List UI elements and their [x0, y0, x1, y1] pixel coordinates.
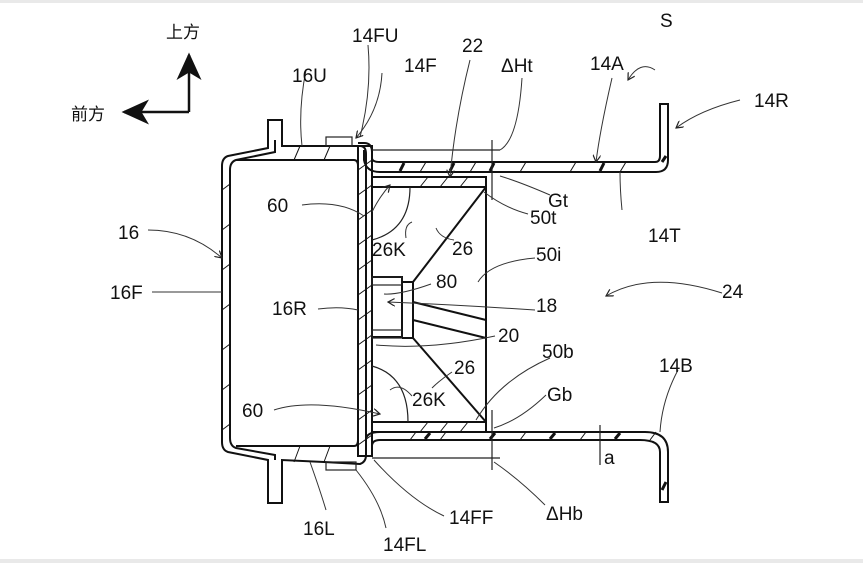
label-14R: 14R [754, 91, 789, 112]
label-80: 80 [436, 272, 457, 293]
label-14B: 14B [659, 356, 693, 377]
top-border [0, 0, 863, 3]
label-20: 20 [498, 326, 519, 347]
label-S: S [660, 11, 673, 32]
label-16R: 16R [272, 299, 307, 320]
label-16F: 16F [110, 283, 143, 304]
component-14A-top-wall [358, 103, 669, 173]
label-front: 前方 [71, 105, 105, 125]
label-14T: 14T [648, 226, 681, 247]
label-delta-Ht: ΔHt [501, 56, 533, 77]
label-Gb: Gb [547, 385, 572, 406]
label-26K-bottom: 26K [412, 390, 446, 411]
label-14FU: 14FU [352, 26, 398, 47]
label-24: 24 [722, 282, 744, 303]
label-up: 上方 [166, 23, 200, 43]
dimension-marks [372, 140, 601, 470]
label-50t: 50t [530, 208, 557, 229]
label-26K-top: 26K [372, 240, 406, 261]
label-18: 18 [536, 296, 557, 317]
label-a: a [604, 448, 615, 469]
label-14FL: 14FL [383, 535, 426, 556]
label-50b: 50b [542, 342, 574, 363]
label-60-top: 60 [267, 196, 288, 217]
inner-structure [371, 176, 487, 433]
bottom-border [0, 559, 863, 563]
direction-indicator: 上方 前方 [71, 23, 202, 125]
label-60-bottom: 60 [242, 401, 263, 422]
leader-lines [147, 44, 741, 529]
label-26-bottom: 26 [454, 358, 475, 379]
label-26-top: 26 [452, 239, 473, 260]
label-50i: 50i [536, 245, 561, 266]
label-14A: 14A [590, 54, 624, 75]
label-14F: 14F [404, 56, 437, 77]
reference-labels: S 14FU 14F 16U 22 ΔHt 14A 14R 60 Gt 50t … [110, 11, 789, 556]
label-Gt: Gt [548, 191, 569, 212]
label-14FF: 14FF [449, 508, 493, 529]
label-16: 16 [118, 223, 139, 244]
label-delta-Hb: ΔHb [546, 504, 583, 525]
label-16L: 16L [303, 519, 335, 540]
label-22: 22 [462, 36, 483, 57]
label-16U: 16U [292, 66, 327, 87]
component-14B-bottom-wall [365, 431, 669, 503]
